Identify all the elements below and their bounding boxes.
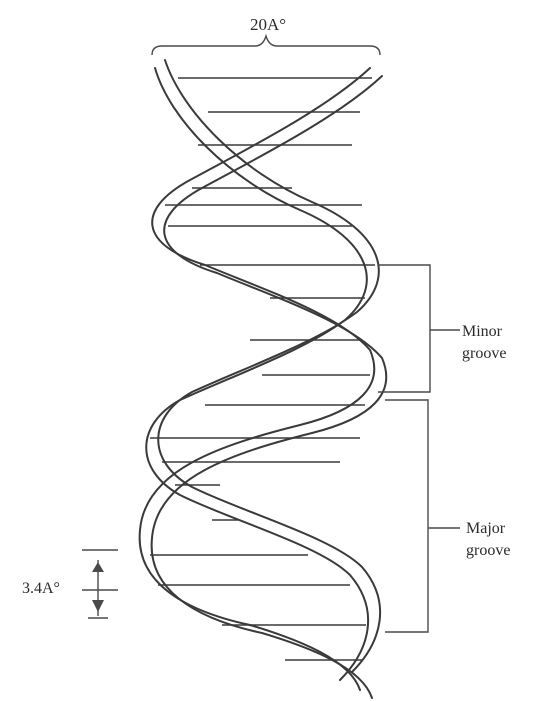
rise-marker xyxy=(82,550,118,618)
width-brace xyxy=(152,36,380,55)
major-groove-label-2: groove xyxy=(466,542,510,559)
minor-groove-label: Minor xyxy=(462,323,503,340)
arrow-down-icon xyxy=(92,600,104,612)
arrow-up-icon xyxy=(92,562,104,572)
strand-b xyxy=(140,68,387,698)
major-groove-bracket xyxy=(385,400,428,632)
base-pairs xyxy=(150,78,375,660)
minor-groove-label-2: groove xyxy=(462,345,506,362)
width-label: 20A° xyxy=(250,15,286,34)
major-groove-label: Major xyxy=(466,520,506,537)
strand-a xyxy=(146,60,380,680)
rise-label: 3.4A° xyxy=(22,580,60,597)
